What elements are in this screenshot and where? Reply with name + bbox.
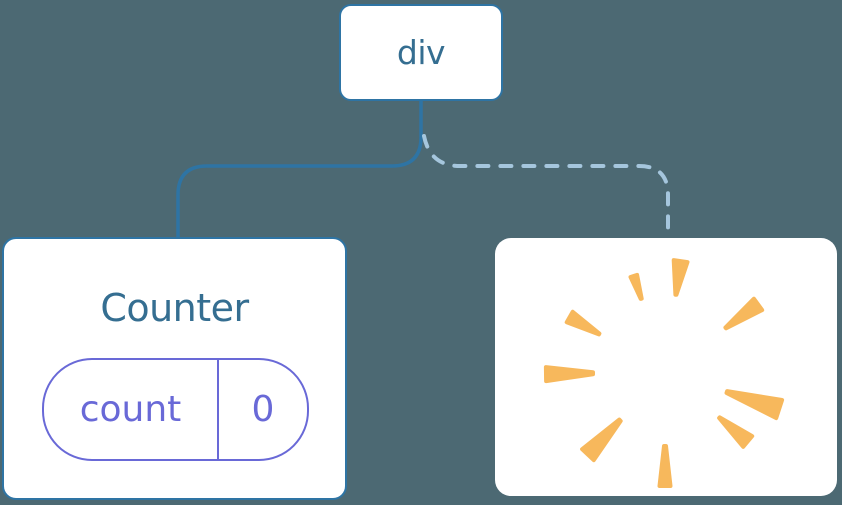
poof-ray — [628, 272, 644, 301]
poof-ray — [724, 389, 785, 421]
root-node-label: div — [396, 33, 446, 72]
poof-ray — [580, 417, 623, 463]
counter-component-node: Counter count 0 — [2, 237, 347, 500]
poof-ray — [657, 444, 673, 488]
poof-ray — [564, 309, 602, 337]
poof-burst-icon — [543, 258, 785, 488]
poof-ray — [671, 258, 690, 297]
connector-dashed-line — [422, 134, 670, 241]
poof-ray — [717, 415, 755, 449]
removed-component-node — [495, 238, 837, 496]
connector-solid-line — [176, 100, 423, 238]
root-node-div: div — [339, 4, 503, 101]
state-value: 0 — [217, 360, 307, 459]
state-pill: count 0 — [42, 358, 309, 461]
component-title: Counter — [100, 286, 249, 330]
poof-ray — [543, 365, 595, 384]
poof-ray — [723, 296, 765, 331]
state-name: count — [79, 389, 182, 430]
